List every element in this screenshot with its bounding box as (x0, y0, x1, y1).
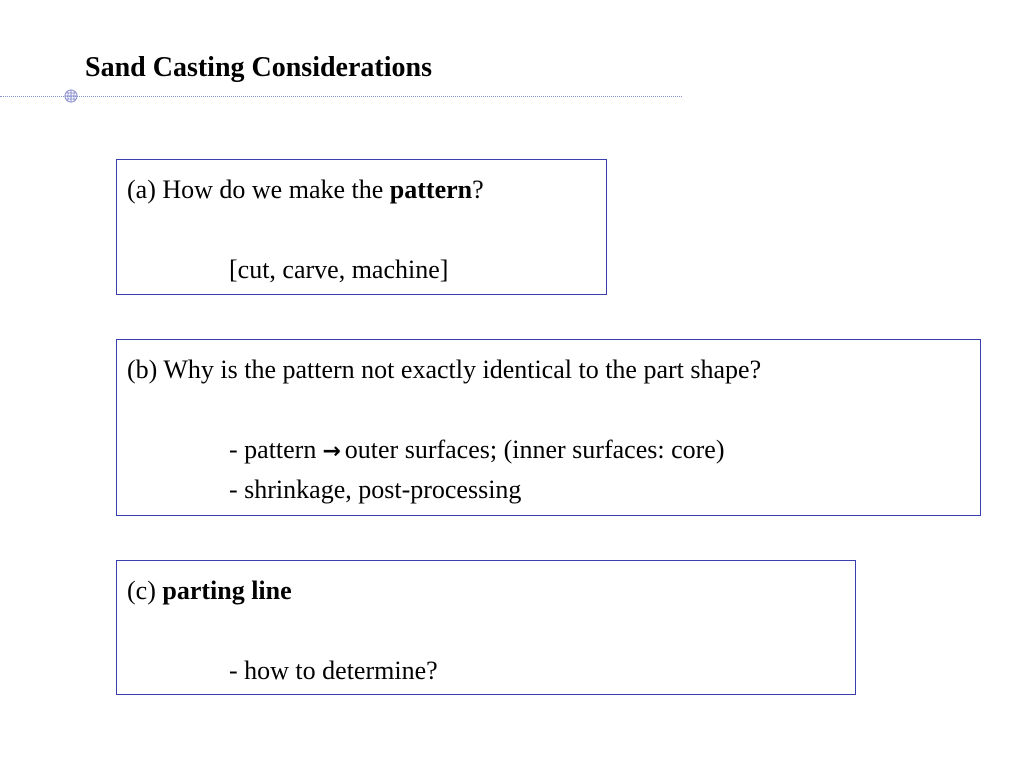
answer-c-line: - how to determine? (229, 656, 438, 685)
question-a-punct: ? (472, 175, 484, 204)
answer-b-line-2: - shrinkage, post-processing (229, 475, 522, 504)
question-a-text: (a) How do we make the (127, 175, 390, 204)
question-a: (a) How do we make the pattern? (127, 170, 606, 210)
answer-b-line-1-start: - pattern (229, 435, 317, 464)
question-c-text: (c) (127, 576, 163, 605)
blank-line (127, 210, 606, 250)
question-b: (b) Why is the pattern not exactly ident… (127, 355, 762, 384)
slide-title: Sand Casting Considerations (85, 52, 432, 83)
question-c: (c) parting line (127, 571, 855, 611)
right-arrow-icon: → (322, 439, 341, 464)
question-box-c: (c) parting line - how to determine? (116, 560, 856, 695)
question-c-keyword: parting line (162, 576, 292, 605)
divider-ornament-icon (64, 89, 78, 103)
question-a-keyword: pattern (389, 175, 473, 204)
answer-a-line: [cut, carve, machine] (229, 255, 449, 284)
blank-line (127, 611, 855, 651)
question-box-a: (a) How do we make the pattern? [cut, ca… (116, 159, 607, 295)
title-divider (0, 96, 682, 97)
answer-b-line-1: - pattern→outer surfaces; (inner surface… (127, 430, 980, 470)
blank-line (127, 390, 980, 430)
question-box-b: (b) Why is the pattern not exactly ident… (116, 339, 981, 516)
answer-b-line-1-end: outer surfaces; (inner surfaces: core) (344, 435, 725, 464)
